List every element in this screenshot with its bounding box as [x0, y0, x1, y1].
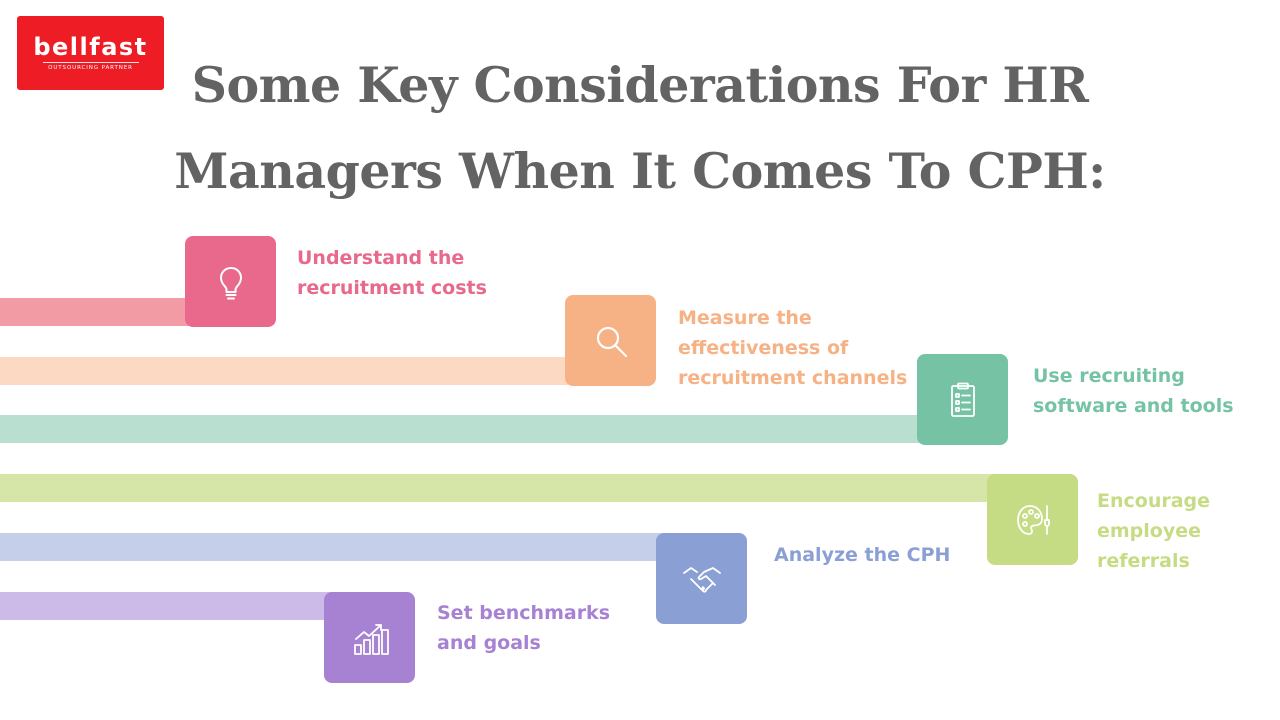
step-label-5: Analyze the CPH — [774, 544, 951, 566]
palette-brush-icon — [1016, 504, 1050, 535]
handshake-icon — [682, 566, 721, 593]
logo-divider — [42, 62, 139, 63]
step-tile-5 — [656, 533, 747, 624]
logo-tagline: OUTSOURCING PARTNER — [48, 65, 133, 71]
step-tile-6 — [324, 592, 415, 683]
bellfast-logo: bellfast OUTSOURCING PARTNER — [17, 16, 164, 90]
step-tile-4 — [987, 474, 1078, 565]
step-label-4: Encourage employee referrals — [1097, 490, 1211, 572]
magnifier-icon — [596, 326, 627, 357]
page-title: Some Key Considerations For HR Managers … — [174, 56, 1106, 200]
step-label-3: Use recruiting software and tools — [1033, 365, 1234, 417]
step-bar-6 — [0, 592, 380, 620]
step-bar-5 — [0, 533, 708, 561]
growth-chart-icon — [353, 623, 389, 655]
step-label-2: Measure the effectiveness of recruitment… — [678, 307, 908, 389]
step-tile-3 — [917, 354, 1008, 445]
step-bar-3 — [0, 415, 968, 443]
step-tile-1 — [185, 236, 276, 327]
logo-wordmark: bellfast — [33, 33, 148, 61]
step-bar-2 — [0, 357, 618, 385]
step-bar-4 — [0, 474, 1035, 502]
checklist-icon — [950, 382, 975, 417]
step-label-1: Understand the recruitment costs — [297, 247, 487, 299]
step-label-6: Set benchmarks and goals — [437, 602, 611, 654]
step-tile-2 — [565, 295, 656, 386]
lightbulb-icon — [219, 266, 242, 299]
